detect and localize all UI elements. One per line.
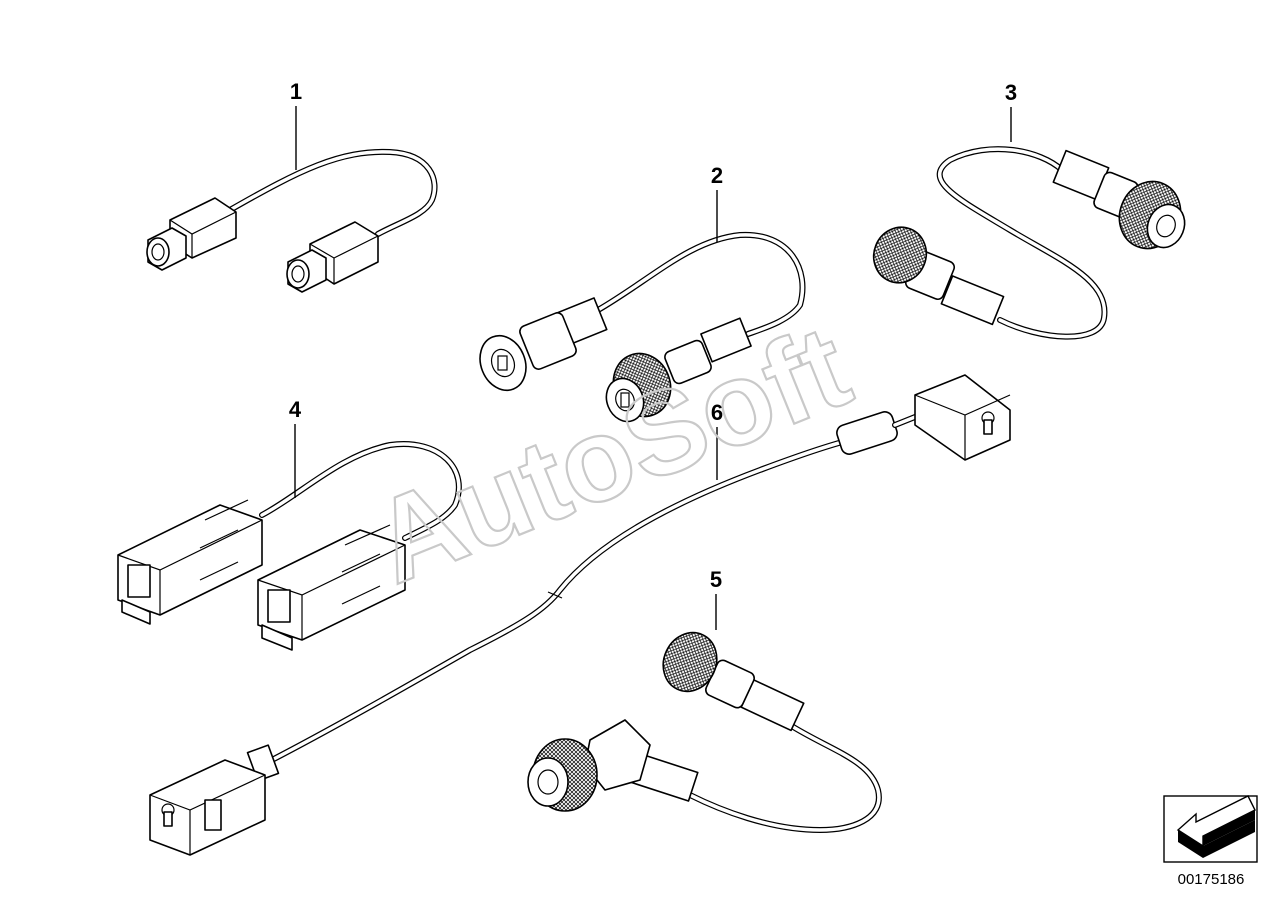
callout-number: 5 [710,567,722,592]
cable-5[interactable] [527,624,882,833]
cable-3[interactable] [865,146,1191,340]
callout-5: 5 [710,567,722,630]
callout-number: 6 [711,400,723,425]
cable-4[interactable] [117,441,462,651]
callout-6: 6 [711,400,723,480]
diagram-number: 00175186 [1178,871,1245,888]
callout-number: 1 [290,79,302,104]
callout-3: 3 [1005,80,1017,142]
callout-2: 2 [711,163,723,242]
cable-6[interactable] [149,374,1011,856]
callout-number: 3 [1005,80,1017,105]
cable-1[interactable] [146,148,438,293]
callout-1: 1 [290,79,302,170]
cable-2[interactable] [472,231,806,427]
arrow-icon [1163,795,1258,863]
callout-number: 2 [711,163,723,188]
watermark: AutoSoft [355,300,866,609]
callout-4: 4 [289,397,302,498]
callout-number: 4 [289,397,302,422]
